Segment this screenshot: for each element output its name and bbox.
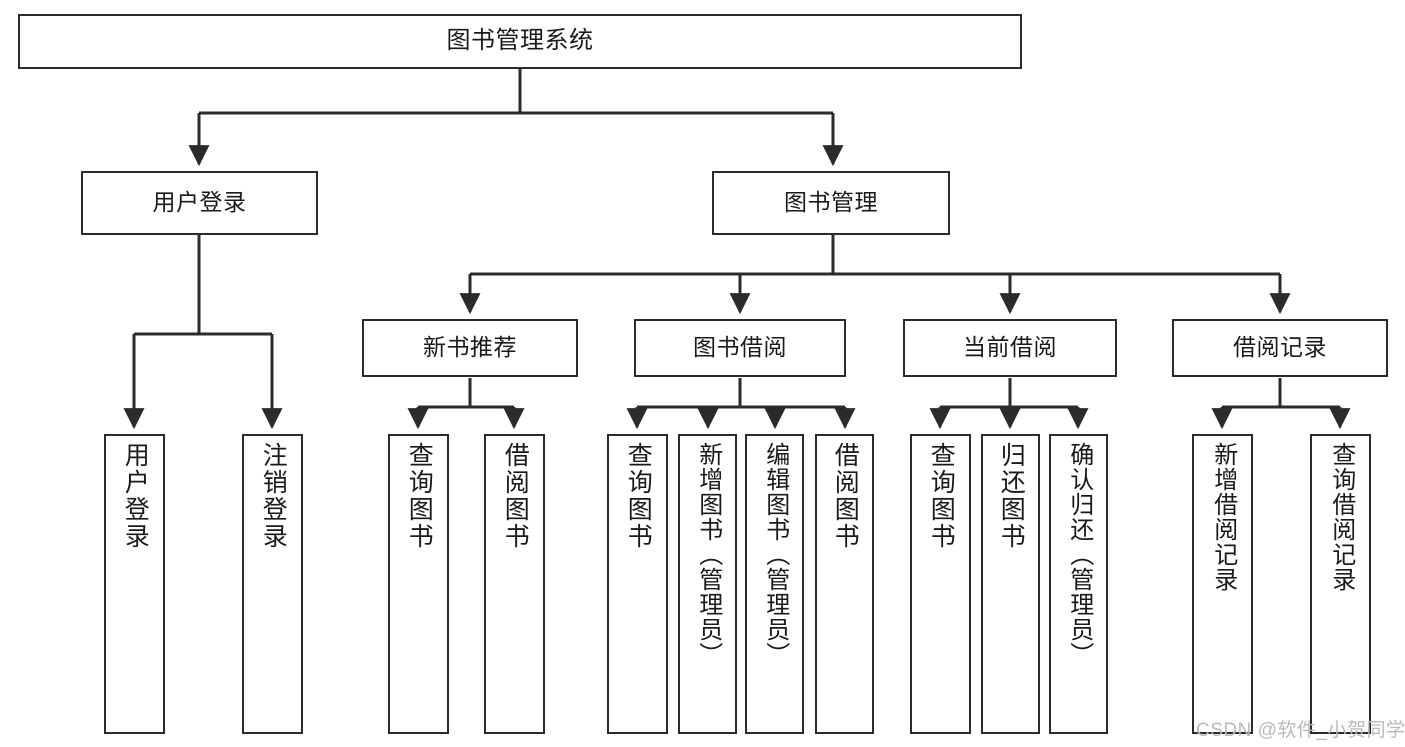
node-leaf-record-add[interactable]: 新增借阅记录 <box>1192 434 1253 734</box>
node-user-login[interactable]: 用户登录 <box>81 171 318 235</box>
node-leaf-label: 查询图书 <box>405 442 434 550</box>
node-leaf-label: 查询图书 <box>624 442 653 550</box>
node-new-book-recommend-label: 新书推荐 <box>423 334 517 361</box>
node-leaf-label: 查询借阅记录 <box>1327 442 1355 592</box>
node-leaf-borrow-borrow-book[interactable]: 借阅图书 <box>815 434 874 734</box>
node-leaf-borrow-add-book[interactable]: 新增图书（管理员） <box>678 434 737 734</box>
node-leaf-user-login-logout[interactable]: 注销登录 <box>242 434 303 734</box>
node-leaf-current-confirm-return[interactable]: 确认归还（管理员） <box>1049 434 1108 734</box>
node-borrow-record-label: 借阅记录 <box>1233 334 1327 361</box>
node-leaf-label: 归还图书 <box>997 442 1026 550</box>
node-leaf-current-return[interactable]: 归还图书 <box>981 434 1040 734</box>
node-book-borrow-label: 图书借阅 <box>693 334 787 361</box>
node-leaf-label: 借阅图书 <box>501 442 530 550</box>
node-leaf-new-book-query[interactable]: 查询图书 <box>388 434 449 734</box>
node-leaf-label: 借阅图书 <box>831 442 860 550</box>
node-current-borrow-label: 当前借阅 <box>963 334 1057 361</box>
node-leaf-record-query[interactable]: 查询借阅记录 <box>1310 434 1371 734</box>
node-leaf-borrow-edit-book[interactable]: 编辑图书（管理员） <box>745 434 804 734</box>
node-leaf-current-query[interactable]: 查询图书 <box>910 434 971 734</box>
node-leaf-label: 查询图书 <box>927 442 956 550</box>
node-leaf-label: 新增图书（管理员） <box>694 442 722 667</box>
node-leaf-label: 新增借阅记录 <box>1209 442 1237 592</box>
node-current-borrow[interactable]: 当前借阅 <box>903 319 1117 377</box>
node-leaf-label: 确认归还（管理员） <box>1065 442 1093 667</box>
node-user-login-label: 用户登录 <box>152 189 247 216</box>
node-root[interactable]: 图书管理系统 <box>18 14 1022 69</box>
node-book-manage-label: 图书管理 <box>784 189 878 216</box>
node-leaf-new-book-borrow[interactable]: 借阅图书 <box>484 434 545 734</box>
node-root-label: 图书管理系统 <box>446 27 594 55</box>
watermark: CSDN @软件_小贺同学 <box>1196 720 1405 741</box>
node-leaf-user-login-login[interactable]: 用户登录 <box>104 434 165 734</box>
node-book-manage[interactable]: 图书管理 <box>712 171 950 235</box>
node-leaf-label: 注销登录 <box>259 442 288 550</box>
node-book-borrow[interactable]: 图书借阅 <box>634 319 846 377</box>
node-leaf-borrow-query[interactable]: 查询图书 <box>607 434 668 734</box>
node-borrow-record[interactable]: 借阅记录 <box>1172 319 1388 377</box>
node-leaf-label: 用户登录 <box>121 442 150 550</box>
node-leaf-label: 编辑图书（管理员） <box>761 442 789 667</box>
node-new-book-recommend[interactable]: 新书推荐 <box>362 319 578 377</box>
